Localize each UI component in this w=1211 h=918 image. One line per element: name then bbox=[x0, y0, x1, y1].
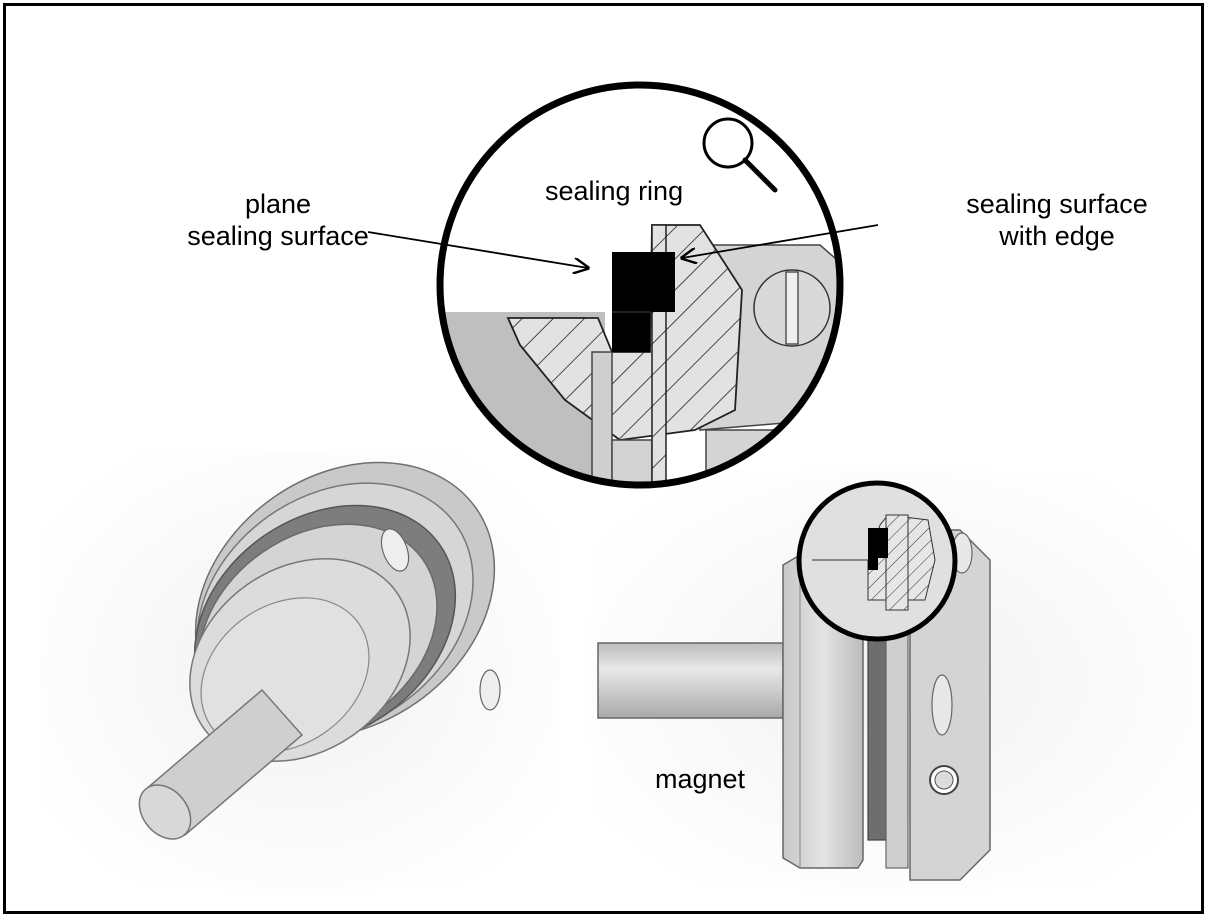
label-plane-sealing-surface: plane sealing surface bbox=[168, 188, 388, 252]
label-plane-line1: plane bbox=[244, 189, 312, 219]
label-magnet: magnet bbox=[655, 764, 746, 794]
label-plane-line2: sealing surface bbox=[187, 221, 369, 251]
diagram-frame bbox=[3, 3, 1204, 914]
big-detail-circle bbox=[436, 81, 844, 489]
magnet-shaft bbox=[597, 642, 784, 719]
small-detail-circle bbox=[796, 480, 958, 642]
label-edge-line1: sealing surface bbox=[966, 189, 1148, 219]
plane-surface-arrow bbox=[367, 231, 588, 268]
label-sealing-surface-with-edge: sealing surface with edge bbox=[942, 188, 1172, 252]
magnifier-icon bbox=[702, 117, 778, 193]
isometric-part bbox=[138, 461, 501, 840]
edge-surface-arrow bbox=[682, 224, 879, 258]
label-edge-line2: with edge bbox=[999, 221, 1115, 251]
sealing-ring-shape bbox=[612, 252, 675, 352]
side-view-part bbox=[597, 529, 991, 881]
label-sealing-ring: sealing ring bbox=[545, 176, 684, 206]
